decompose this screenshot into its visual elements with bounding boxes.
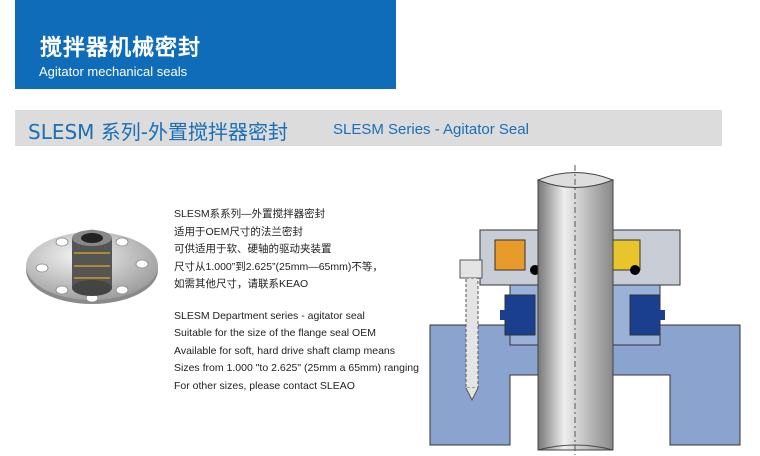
desc-cn-line: 尺寸从1.000”到2.625”(25mm—65mm)不等， bbox=[174, 260, 383, 273]
seal-cross-section-diagram bbox=[429, 165, 741, 455]
desc-en-line: Available for soft, hard drive shaft cla… bbox=[174, 344, 395, 357]
flange-seal-product-image bbox=[26, 229, 158, 304]
section-title-cn: SLESM 系列-外置搅拌器密封 bbox=[28, 120, 288, 144]
desc-en-line: Suitable for the size of the flange seal… bbox=[174, 327, 376, 339]
desc-en-line: SLESM Department series - agitator seal bbox=[174, 309, 365, 322]
section-title-bar: SLESM 系列-外置搅拌器密封 SLESM Series - Agitator… bbox=[15, 110, 722, 146]
desc-en-line: For other sizes, please contact SLEAO bbox=[174, 379, 355, 392]
header-banner: 搅拌器机械密封 Agitator mechanical seals bbox=[15, 0, 396, 89]
banner-title-cn: 搅拌器机械密封 bbox=[40, 36, 202, 61]
desc-cn-line: 适用于OEM尺寸的法兰密封 bbox=[174, 225, 303, 238]
desc-cn-line: 可供适用于软、硬轴的驱动夹装置 bbox=[174, 243, 332, 255]
desc-en-line: Sizes from 1.000 "to 2.625" (25mm a 65mm… bbox=[174, 362, 419, 374]
section-title-en: SLESM Series - Agitator Seal bbox=[333, 121, 529, 138]
product-description: SLESM系系列—外置搅拌器密封 适用于OEM尺寸的法兰密封 可供适用于软、硬轴… bbox=[174, 206, 419, 395]
desc-cn-line: SLESM系系列—外置搅拌器密封 bbox=[174, 208, 326, 220]
banner-title-en: Agitator mechanical seals bbox=[39, 64, 188, 79]
desc-cn-line: 如需其他尺寸，请联系KEAO bbox=[174, 278, 309, 290]
